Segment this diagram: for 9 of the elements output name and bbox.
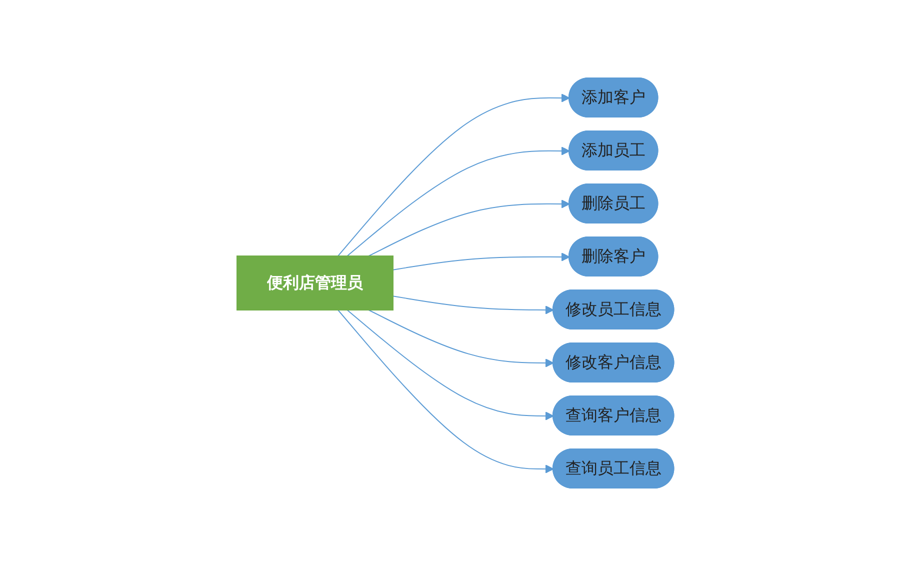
node-box: 便利店管理员 [236, 256, 394, 310]
arrow [392, 296, 554, 314]
arrow [338, 94, 570, 256]
arrow [346, 310, 554, 420]
arrow [368, 200, 570, 256]
arrow [368, 310, 554, 368]
arrow [338, 310, 554, 474]
arrow [346, 146, 570, 256]
arrow [392, 252, 570, 270]
